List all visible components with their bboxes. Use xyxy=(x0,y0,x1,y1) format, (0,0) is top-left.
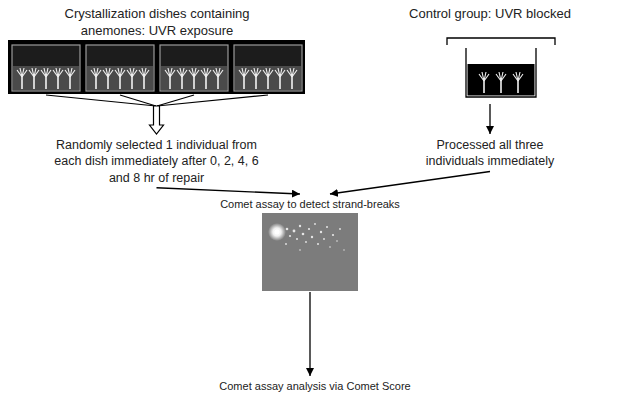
analysis-step: Comet assay analysis via Comet Score xyxy=(215,376,415,395)
anemone xyxy=(251,68,261,89)
anemone xyxy=(177,68,187,89)
flow-arrow xyxy=(157,188,300,194)
anemone xyxy=(287,68,297,89)
exposure-dishes xyxy=(8,40,305,94)
flow-arrow xyxy=(330,172,490,195)
comet-speck xyxy=(314,223,316,225)
anemone xyxy=(275,68,285,89)
anemone xyxy=(29,68,39,89)
control-beaker xyxy=(466,48,536,97)
anemone xyxy=(41,68,51,89)
comet-speck xyxy=(332,234,334,236)
anemone xyxy=(213,68,223,89)
step-text: Randomly selected 1 individual from each… xyxy=(49,134,264,188)
control-group: Control group: UVR blocked xyxy=(395,4,585,104)
comet-tail xyxy=(285,223,345,251)
anemone xyxy=(496,72,506,93)
node-label: Control group: UVR blocked xyxy=(395,6,585,23)
exposure-group: Crystallization dishes containing anemon… xyxy=(8,4,306,106)
anemone xyxy=(53,68,63,89)
anemone xyxy=(165,68,175,89)
anemone xyxy=(189,68,199,89)
dish xyxy=(234,45,302,91)
flow-arrow xyxy=(309,292,310,376)
comet-speck xyxy=(329,246,331,248)
comet-image xyxy=(262,213,358,291)
comet-speck xyxy=(299,249,301,251)
dish-water xyxy=(235,66,301,90)
comet-head xyxy=(268,223,286,241)
comet-speck xyxy=(308,228,310,230)
comet-speck xyxy=(296,238,298,240)
node-label: Processed all three individuals immediat… xyxy=(410,137,570,170)
flow-arrow xyxy=(489,104,490,134)
dish xyxy=(160,45,228,91)
anemone xyxy=(139,68,149,89)
control-water xyxy=(468,64,535,96)
node-label: Comet assay to detect strand-breaks xyxy=(215,197,405,211)
uvr-filter xyxy=(447,38,555,45)
comet-speck xyxy=(286,228,289,231)
comet-speck xyxy=(311,236,313,238)
comet-speck xyxy=(289,235,291,237)
comet-speck xyxy=(336,240,338,242)
anemone xyxy=(513,72,523,93)
comet-speck xyxy=(320,231,322,233)
anemone xyxy=(115,68,125,89)
comet-core xyxy=(275,230,280,235)
dish-water xyxy=(13,66,79,90)
comet-speck xyxy=(305,241,307,243)
comet-assay-step: Comet assay to detect strand-breaks xyxy=(215,194,405,292)
anemone xyxy=(91,68,101,89)
comet-background xyxy=(262,213,358,291)
comet-speck xyxy=(293,230,296,233)
dish-tray xyxy=(8,40,305,94)
merge-lines xyxy=(46,95,268,106)
comet-speck xyxy=(302,233,305,236)
comet-speck xyxy=(339,228,341,230)
dish-water xyxy=(161,66,227,90)
anemone xyxy=(201,68,211,89)
node-label: Comet assay analysis via Comet Score xyxy=(215,379,415,393)
node-label: Randomly selected 1 individual from each… xyxy=(49,137,264,186)
comet-speck xyxy=(299,225,301,227)
comet-speck xyxy=(326,226,328,228)
anemone xyxy=(239,68,249,89)
node-label: Crystallization dishes containing anemon… xyxy=(40,6,275,40)
merge-line xyxy=(157,95,268,106)
merge-line xyxy=(46,95,156,106)
merge-line xyxy=(120,95,156,106)
dish-water xyxy=(87,66,153,90)
anemone xyxy=(17,68,27,89)
dish xyxy=(12,45,80,91)
comet-speck xyxy=(285,243,287,245)
step-text: Processed all three individuals immediat… xyxy=(410,134,570,172)
control-setup xyxy=(447,38,555,97)
anemone xyxy=(127,68,137,89)
anemone xyxy=(479,72,489,93)
block-arrow xyxy=(150,106,164,134)
anemone xyxy=(65,68,75,89)
dish xyxy=(86,45,154,91)
comet-speck xyxy=(323,238,325,240)
anemone xyxy=(103,68,113,89)
anemone xyxy=(263,68,273,89)
comet-speck xyxy=(343,249,344,250)
comet-speck xyxy=(317,243,319,245)
